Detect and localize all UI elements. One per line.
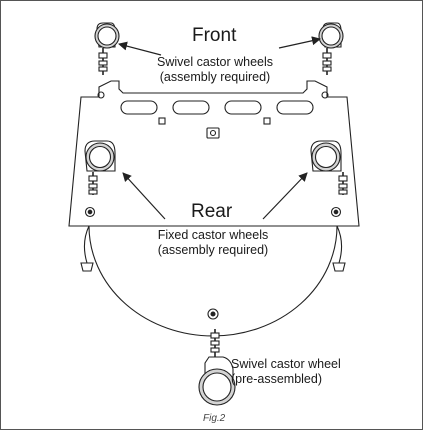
fixed-caption-line2: (assembly required) <box>157 243 269 257</box>
front-left-swivel-castor <box>94 22 120 75</box>
fixed-castors-caption: Fixed castor wheels (assembly required) <box>143 228 283 258</box>
swivel-castors-caption: Swivel castor wheels (assembly required) <box>141 55 289 85</box>
arrow-to-front-right <box>278 36 321 49</box>
bottom-mount-hole <box>207 308 219 320</box>
rear-left-hole <box>84 206 96 218</box>
plate-slot <box>276 100 314 115</box>
plate-hole <box>263 117 271 125</box>
plate-slot <box>224 100 262 115</box>
figure-caption: Fig.2 <box>203 413 226 424</box>
right-side-bracket <box>336 225 343 264</box>
arrow-to-rear-left <box>122 172 166 220</box>
plate-slot <box>172 100 210 115</box>
rear-label: Rear <box>191 201 233 222</box>
front-left-hole <box>97 91 105 99</box>
front-right-swivel-castor <box>318 22 344 75</box>
left-side-bracket <box>83 225 90 264</box>
fixed-caption-line1: Fixed castor wheels <box>157 228 269 242</box>
single-caption-line1: Swivel castor wheel <box>231 357 341 371</box>
plate-hole <box>158 117 166 125</box>
arrow-to-front-left <box>118 41 162 56</box>
single-castor-caption: Swivel castor wheel (pre-assembled) <box>231 357 341 387</box>
front-right-hole <box>321 91 329 99</box>
rear-right-hole <box>330 206 342 218</box>
rear-right-fixed-castor <box>310 140 348 195</box>
arrow-to-rear-right <box>262 172 308 220</box>
front-label: Front <box>192 25 237 46</box>
swivel-caption-line1: Swivel castor wheels <box>156 55 273 69</box>
single-caption-line2: (pre-assembled) <box>231 372 323 386</box>
swivel-caption-line2: (assembly required) <box>159 70 271 84</box>
plate-slot <box>120 100 158 115</box>
center-mount <box>206 127 220 139</box>
rear-left-fixed-castor <box>84 140 116 195</box>
base-plate <box>68 80 360 227</box>
bottom-swivel-castor <box>198 329 236 406</box>
